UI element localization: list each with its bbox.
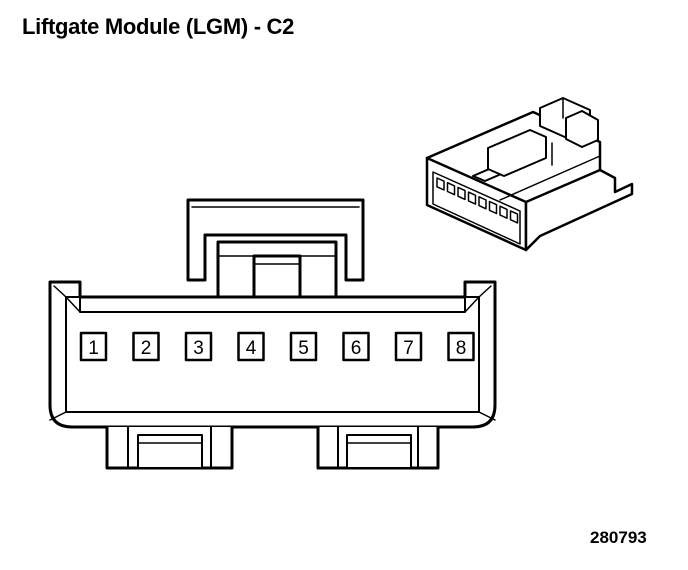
pin-cavity-8 xyxy=(447,331,475,362)
connector-foot-right xyxy=(316,425,440,470)
iso-pin-cavity xyxy=(509,210,519,224)
pin-number-1: 1 xyxy=(88,338,99,359)
pin-number-5: 5 xyxy=(298,338,309,359)
connector-foot-left xyxy=(105,425,234,470)
diagram-title: Liftgate Module (LGM) - C2 xyxy=(22,14,295,39)
connector-isometric-view xyxy=(425,97,634,252)
pin-label-group: 1 2 3 4 5 6 7 8 xyxy=(88,338,466,359)
pin-number-6: 6 xyxy=(351,338,362,359)
pin-number-2: 2 xyxy=(141,338,152,359)
figure-id: 280793 xyxy=(590,528,647,547)
pin-cavity-7 xyxy=(394,331,423,362)
iso-pin-cavity xyxy=(488,200,498,215)
iso-pin-cavity xyxy=(499,205,508,219)
pin-number-3: 3 xyxy=(193,338,204,359)
pin-cavity-5 xyxy=(289,331,318,362)
pin-cavity-4 xyxy=(237,331,265,362)
pin-cavity-group xyxy=(79,331,475,362)
pin-cavity-3 xyxy=(184,331,213,362)
pin-cavity-1 xyxy=(79,331,108,362)
connector-body xyxy=(48,280,497,429)
iso-pin-cavity xyxy=(446,181,456,196)
pin-number-4: 4 xyxy=(246,338,257,359)
iso-pin-cavity xyxy=(478,196,487,210)
pin-number-8: 8 xyxy=(456,338,467,359)
iso-pin-cavity xyxy=(436,177,445,191)
pin-cavity-6 xyxy=(342,331,370,362)
pin-number-7: 7 xyxy=(403,338,414,359)
iso-pin-cavity xyxy=(467,191,477,205)
pin-cavity-2 xyxy=(132,331,160,362)
iso-pin-cavity xyxy=(457,186,466,201)
connector-top-latch xyxy=(186,198,365,310)
